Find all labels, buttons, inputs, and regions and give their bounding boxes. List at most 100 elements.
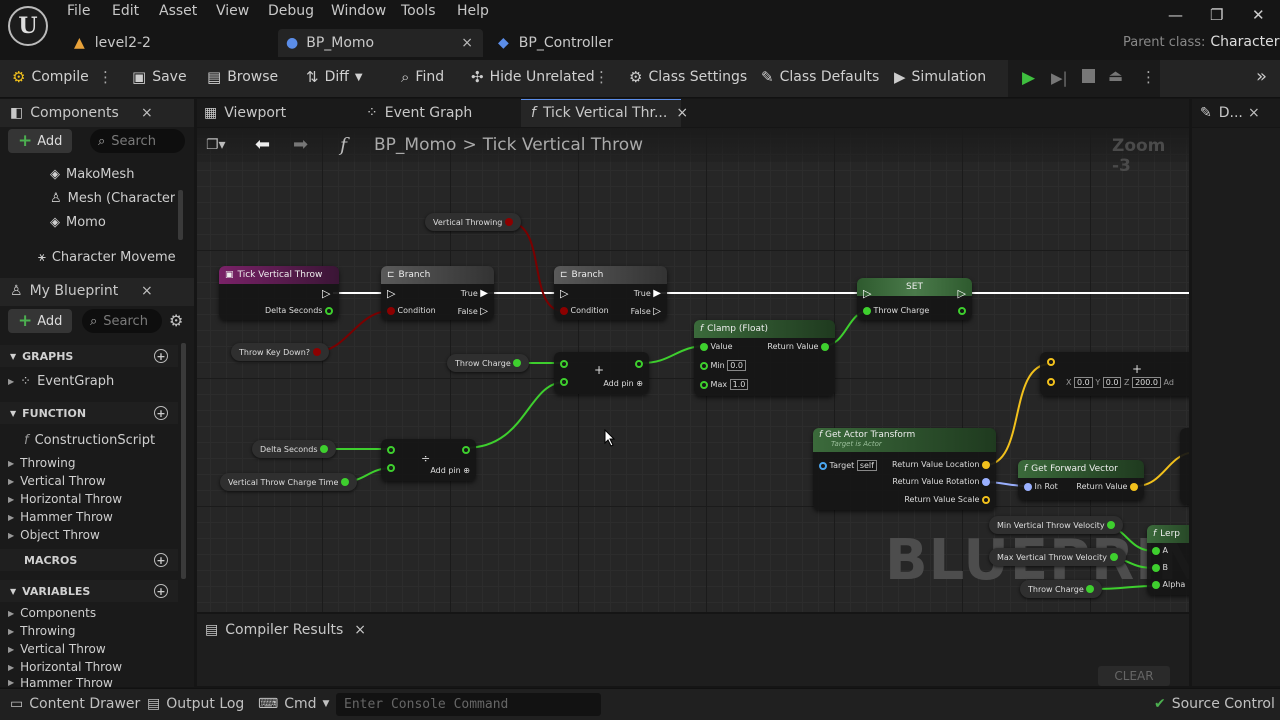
var-throw-charge[interactable]: Throw Charge bbox=[447, 354, 530, 372]
save-button[interactable]: ▣Save bbox=[132, 68, 187, 86]
exec-in-pin[interactable]: ▷ bbox=[863, 287, 872, 300]
minimize-icon[interactable]: — bbox=[1168, 6, 1183, 24]
pin-true[interactable]: True ▶ bbox=[460, 288, 488, 299]
vector-inputs[interactable]: X 0.0 Y 0.0 Z 200.0 Ad bbox=[1066, 377, 1174, 388]
close-icon[interactable]: × bbox=[461, 35, 473, 51]
node-branch-1[interactable]: ⊏Branch ▷ True ▶ Condition False ▷ bbox=[381, 266, 494, 320]
function-group-throwing[interactable]: ▶Throwing bbox=[8, 456, 75, 470]
pin-return-scale[interactable]: Return Value Scale bbox=[904, 495, 990, 504]
variable-group-hammer-throw[interactable]: ▶Hammer Throw bbox=[8, 678, 113, 687]
close-icon[interactable]: × bbox=[676, 105, 689, 121]
pin-a[interactable] bbox=[387, 445, 395, 454]
pin-delta-seconds[interactable]: Delta Seconds bbox=[265, 306, 333, 315]
pin-a[interactable]: A bbox=[1152, 546, 1168, 555]
compile-button[interactable]: ⚙Compile bbox=[12, 68, 89, 86]
pin-result[interactable] bbox=[635, 359, 643, 368]
my-blueprint-search-input[interactable]: ⌕Search bbox=[82, 309, 162, 333]
pin-return-location[interactable]: Return Value Location bbox=[892, 460, 990, 469]
expand-toolbar-icon[interactable]: » bbox=[1256, 66, 1268, 87]
back-arrow-icon[interactable]: ⬅ bbox=[255, 134, 271, 155]
variable-group-vertical-throw[interactable]: ▶Vertical Throw bbox=[8, 642, 106, 656]
menu-window[interactable]: Window bbox=[331, 3, 387, 19]
class-settings-button[interactable]: ⚙Class Settings bbox=[629, 68, 747, 86]
hide-unrelated-options-icon[interactable]: ⋮ bbox=[594, 68, 609, 86]
node-partial-right[interactable] bbox=[1180, 428, 1189, 504]
diff-button[interactable]: ⇅Diff▼ bbox=[306, 68, 363, 86]
function-group-vertical-throw[interactable]: ▶Vertical Throw bbox=[8, 474, 106, 488]
components-tab[interactable]: ◧Components bbox=[10, 105, 119, 121]
pin-b[interactable] bbox=[387, 463, 395, 472]
source-control-button[interactable]: ✔Source Control bbox=[1154, 696, 1275, 712]
var-vertical-throwing[interactable]: Vertical Throwing bbox=[425, 213, 521, 231]
compile-options-icon[interactable]: ⋮ bbox=[98, 68, 113, 86]
pin-alpha[interactable]: Alpha bbox=[1152, 580, 1185, 589]
pin-target[interactable]: Target self bbox=[819, 460, 877, 471]
function-group-hammer-throw[interactable]: ▶Hammer Throw bbox=[8, 510, 113, 524]
cmd-dropdown[interactable]: ⌨Cmd▼ bbox=[258, 696, 329, 712]
find-button[interactable]: ⌕Find bbox=[401, 68, 444, 86]
my-blueprint-scrollbar[interactable] bbox=[181, 343, 186, 579]
component-makomesh[interactable]: ◈MakoMesh bbox=[50, 167, 134, 182]
tab-function-active[interactable] bbox=[521, 99, 681, 127]
close-icon[interactable]: × bbox=[141, 105, 153, 121]
pin-result[interactable] bbox=[462, 445, 470, 454]
pin-set-output[interactable] bbox=[958, 306, 966, 315]
close-icon[interactable]: × bbox=[141, 283, 153, 299]
my-blueprint-add-button[interactable]: +Add bbox=[8, 309, 73, 333]
step-icon[interactable]: ▶| bbox=[1051, 69, 1068, 87]
menu-file[interactable]: File bbox=[67, 3, 91, 19]
output-log-button[interactable]: ▤Output Log bbox=[147, 696, 244, 712]
z-value-input[interactable]: 200.0 bbox=[1132, 377, 1161, 388]
x-value-input[interactable]: 0.0 bbox=[1074, 377, 1093, 388]
variable-group-components[interactable]: ▶Components bbox=[8, 606, 96, 620]
unreal-logo-icon[interactable]: U bbox=[8, 6, 48, 46]
simulation-button[interactable]: ▶Simulation bbox=[894, 68, 986, 86]
forward-arrow-icon[interactable]: ➡ bbox=[293, 134, 309, 155]
settings-gear-icon[interactable]: ⚙ bbox=[169, 311, 184, 330]
node-set-throw-charge[interactable]: SET ▷ ▷ Throw Charge bbox=[857, 278, 972, 320]
class-defaults-button[interactable]: ✎Class Defaults bbox=[761, 68, 879, 86]
menu-view[interactable]: View bbox=[216, 3, 250, 19]
component-mesh[interactable]: ♙Mesh (CharacterM bbox=[50, 191, 175, 206]
pin-true[interactable]: True ▶ bbox=[633, 288, 661, 299]
pin-max[interactable]: Max 1.0 bbox=[700, 379, 749, 390]
pin-return-rotation[interactable]: Return Value Rotation bbox=[892, 477, 990, 486]
pin-throw-charge[interactable]: Throw Charge bbox=[863, 306, 929, 315]
menu-asset[interactable]: Asset bbox=[159, 3, 198, 19]
var-max-vertical-throw-velocity[interactable]: Max Vertical Throw Velocity bbox=[989, 548, 1126, 566]
add-variable-icon[interactable]: + bbox=[154, 584, 168, 598]
bookmark-icon[interactable]: ❐▾ bbox=[206, 137, 226, 153]
exec-in-pin[interactable]: ▷ bbox=[387, 287, 396, 300]
var-throw-charge-2[interactable]: Throw Charge bbox=[1020, 580, 1103, 598]
pin-false[interactable]: False ▷ bbox=[630, 306, 661, 317]
component-momo[interactable]: ◈Momo bbox=[50, 215, 106, 230]
pin-b[interactable]: B bbox=[1152, 563, 1168, 572]
variable-group-throwing[interactable]: ▶Throwing bbox=[8, 624, 75, 638]
exec-out-pin[interactable]: ▷ bbox=[957, 287, 966, 300]
node-add[interactable]: + Add pin ⊕ bbox=[554, 352, 649, 394]
graphs-section-header[interactable]: ▼GRAPHS+ bbox=[0, 345, 178, 367]
node-branch-2[interactable]: ⊏Branch ▷ True ▶ Condition False ▷ bbox=[554, 266, 667, 320]
min-value-input[interactable]: 0.0 bbox=[727, 360, 747, 371]
add-macro-icon[interactable]: + bbox=[154, 553, 168, 567]
blueprint-graph[interactable]: ❐▾ ⬅ ➡ f BP_Momo > Tick Vertical Throw Z… bbox=[197, 128, 1189, 612]
pin-x[interactable] bbox=[1047, 357, 1055, 366]
node-divide[interactable]: ÷ Add pin ⊕ bbox=[381, 439, 476, 481]
close-icon[interactable]: × bbox=[1248, 105, 1260, 121]
exec-out-pin[interactable]: ▷ bbox=[322, 287, 331, 300]
tab-compiler-results[interactable]: ▤Compiler Results× bbox=[205, 622, 366, 638]
pin-condition[interactable]: Condition bbox=[387, 306, 436, 315]
pin-false[interactable]: False ▷ bbox=[457, 306, 488, 317]
pin-return-value[interactable]: Return Value bbox=[1076, 482, 1138, 491]
tab-details[interactable]: ✎D... bbox=[1200, 105, 1243, 121]
console-command-input[interactable]: Enter Console Command bbox=[336, 693, 601, 716]
pin-input[interactable] bbox=[1047, 377, 1055, 386]
pin-return-value[interactable]: Return Value bbox=[767, 342, 829, 351]
y-value-input[interactable]: 0.0 bbox=[1102, 377, 1122, 388]
max-value-input[interactable]: 1.0 bbox=[729, 379, 749, 390]
components-search-input[interactable]: ⌕Search bbox=[90, 129, 185, 153]
